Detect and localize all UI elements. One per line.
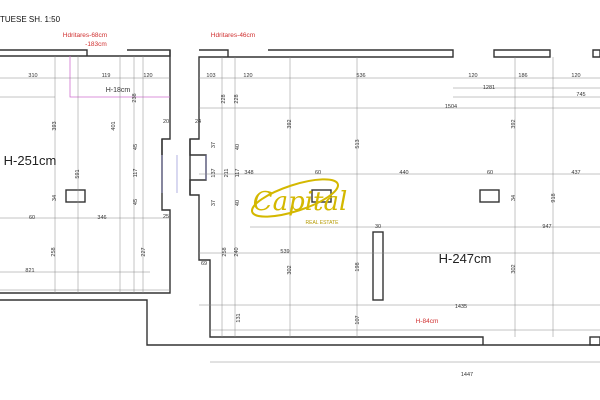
- dimension-label: 40: [235, 144, 241, 150]
- dimension-label: 131: [236, 313, 242, 322]
- column-left: [65, 189, 86, 203]
- dimension-label: 310: [28, 73, 37, 79]
- dimension-label: 302: [511, 264, 517, 273]
- dimension-label: 393: [52, 121, 58, 130]
- dimension-label: 1281: [483, 85, 495, 91]
- dimension-label: 228: [221, 94, 227, 103]
- dimension-label: 227: [141, 247, 147, 256]
- dimension-label: 186: [518, 73, 527, 79]
- dimension-label: 120: [143, 73, 152, 79]
- dimension-label: 392: [511, 119, 517, 128]
- window-width-annotation: -183cm: [85, 41, 107, 48]
- dimension-label: 103: [206, 73, 215, 79]
- dimension-label: 539: [280, 249, 289, 255]
- dimension-label: 37: [211, 142, 217, 148]
- dimension-label: 120: [571, 73, 580, 79]
- dimension-label: 198: [355, 262, 361, 271]
- dimension-label: 120: [243, 73, 252, 79]
- dimension-label: 45: [133, 199, 139, 205]
- dimension-label: 348: [244, 170, 253, 176]
- dimension-label: 437: [571, 170, 580, 176]
- column-right: [479, 189, 500, 203]
- dimension-lines: [0, 56, 600, 363]
- dimension-label: 117: [235, 169, 241, 178]
- dimension-label: 1504: [445, 104, 457, 110]
- dimension-label: 117: [133, 169, 139, 178]
- dimension-label: 30: [375, 224, 381, 230]
- dimension-label: 536: [356, 73, 365, 79]
- dimension-label: 238: [132, 93, 138, 102]
- room-height-right: H-247cm: [439, 251, 492, 266]
- dimension-label: 1447: [461, 372, 473, 378]
- plan-title: TUESE SH. 1:50: [0, 15, 61, 24]
- dimension-label: 1435: [455, 304, 467, 310]
- dimension-label: 513: [355, 139, 361, 148]
- dimension-label: 228: [234, 94, 240, 103]
- dimension-label: 821: [25, 268, 34, 274]
- dimension-label: 60: [315, 170, 321, 176]
- sill-annotation: H-84cm: [416, 318, 439, 325]
- dimension-label: 211: [224, 169, 230, 178]
- dimension-label: 45: [133, 144, 139, 150]
- dimension-label: 60: [487, 170, 493, 176]
- dimension-label: 947: [542, 224, 551, 230]
- svg-text:REAL ESTATE: REAL ESTATE: [306, 220, 340, 226]
- capital-logo: Capital REAL ESTATE: [251, 178, 348, 226]
- dimension-label: 24: [195, 119, 201, 125]
- beam-annotation: H-18cm: [106, 87, 131, 94]
- dimension-label: 69: [201, 261, 207, 267]
- dimension-label: 34: [511, 195, 517, 201]
- dimension-label: 745: [576, 92, 585, 98]
- partition: [372, 231, 384, 301]
- dimension-label: 240: [234, 247, 240, 256]
- window-annotation: Hdritares-68cm: [63, 32, 107, 39]
- dimension-label: 591: [75, 169, 81, 178]
- dimension-label: 137: [211, 168, 217, 177]
- dimension-label: 20: [163, 119, 169, 125]
- dimension-label: 119: [102, 73, 111, 79]
- dimension-labels: 310 119 120 103 120 536 120 186 120 1281…: [25, 73, 585, 378]
- dimension-label: 107: [355, 315, 361, 324]
- dimension-label: 440: [399, 170, 408, 176]
- dimension-label: 392: [287, 119, 293, 128]
- dimension-label: 258: [222, 247, 228, 256]
- dimension-label: 37: [211, 200, 217, 206]
- svg-text:Capital: Capital: [253, 187, 348, 217]
- dimension-label: 346: [97, 215, 106, 221]
- dimension-label: 258: [51, 247, 57, 256]
- dimension-label: 40: [235, 200, 241, 206]
- window-annotation: Hdritares-46cm: [211, 32, 255, 39]
- dimension-label: 401: [111, 121, 117, 130]
- dimension-label: 302: [287, 265, 293, 274]
- dimension-label: 60: [29, 215, 35, 221]
- room-height-left: H-251cm: [4, 153, 57, 168]
- dimension-label: 918: [551, 193, 557, 202]
- dimension-label: 120: [468, 73, 477, 79]
- dimension-label: 25: [163, 214, 169, 220]
- dimension-label: 34: [52, 195, 58, 201]
